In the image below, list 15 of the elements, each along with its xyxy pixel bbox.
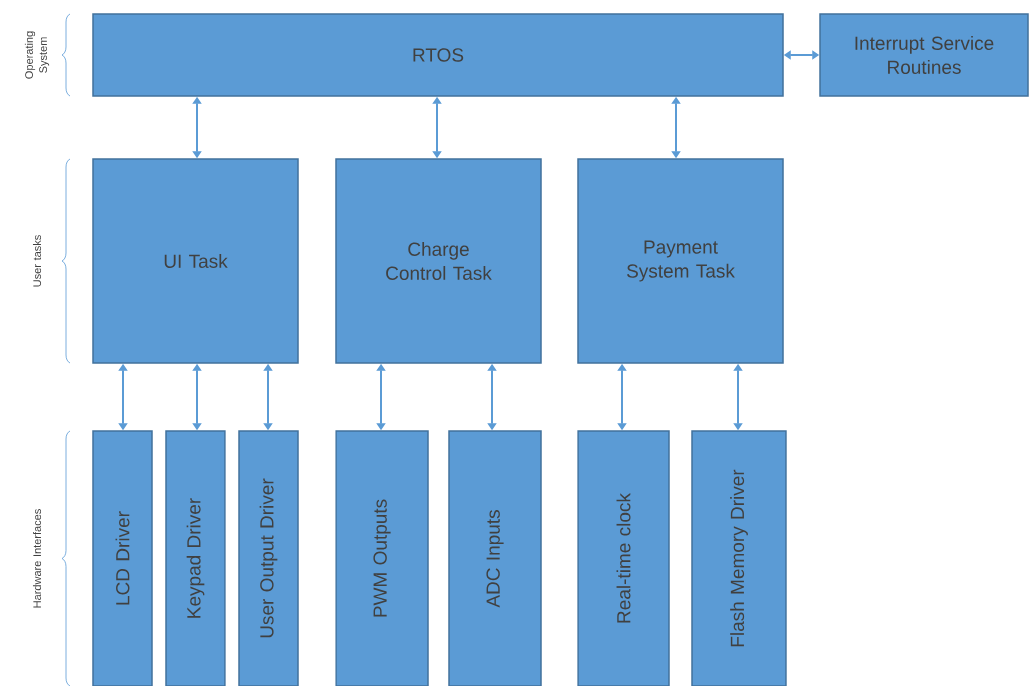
driver-box: LCD Driver: [92, 430, 153, 686]
section-label: User tasks: [32, 235, 42, 287]
task-box: UI Task: [92, 158, 299, 364]
task-box: Payment System Task: [577, 158, 784, 364]
driver-box: User Output Driver: [238, 430, 299, 686]
task-box: Charge Control Task: [335, 158, 542, 364]
driver-box: ADC Inputs: [448, 430, 542, 686]
driver-box: PWM Outputs: [335, 430, 429, 686]
driver-box: Real-time clock: [577, 430, 670, 686]
driver-box: Flash Memory Driver: [691, 430, 787, 686]
section-label: Operating System: [24, 31, 50, 79]
section-label: Hardware Interfaces: [32, 509, 42, 608]
task-box: RTOS: [92, 13, 784, 97]
task-box: Interrupt Service Routines: [819, 13, 1029, 97]
driver-box: Keypad Driver: [165, 430, 226, 686]
